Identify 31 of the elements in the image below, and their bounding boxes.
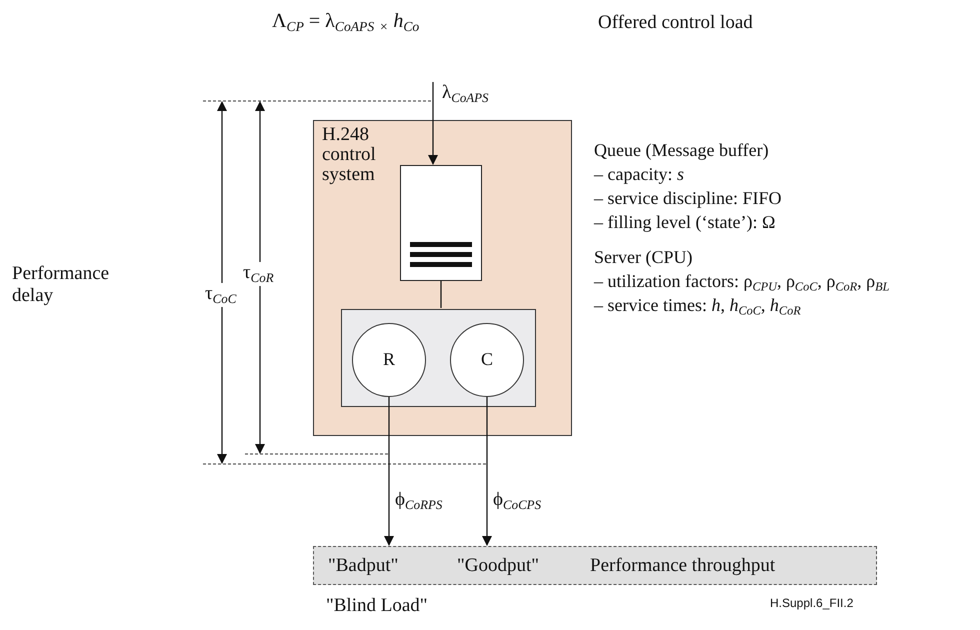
arrow bbox=[482, 397, 492, 546]
figure-id: H.Suppl.6_FII.2 bbox=[770, 597, 854, 611]
system-title: H.248 control system bbox=[322, 125, 377, 185]
server-box bbox=[341, 309, 536, 407]
band-caption: "Blind Load" bbox=[326, 595, 428, 617]
delay-caption: Performance delay bbox=[12, 263, 110, 307]
circle-label: C bbox=[480, 349, 494, 370]
circle-label: R bbox=[382, 349, 396, 370]
edge-label: ϕ$_{CoCPS}$ bbox=[493, 489, 542, 513]
connector-line bbox=[440, 281, 442, 308]
dimension-label: τ$_{CoR}$ bbox=[242, 262, 275, 286]
load-caption: Offered control load bbox=[598, 12, 753, 34]
band-text: "Badput" bbox=[328, 555, 398, 577]
server-property: – utilization factors: ρ$_{CPU}$, ρ$_{CoC}$, ρ$_{CoR}$, ρ$_{BL}$ bbox=[594, 271, 890, 294]
queue-property: – service discipline: FIFO bbox=[594, 188, 782, 209]
queue-buffer-box bbox=[400, 165, 482, 281]
queue-heading: Queue (Message buffer) bbox=[594, 140, 769, 161]
control-system-box bbox=[313, 120, 572, 436]
arrow bbox=[384, 397, 394, 546]
queue-property: – capacity: s bbox=[594, 164, 684, 185]
queue-property: – filling level (‘state’): Ω bbox=[594, 212, 776, 233]
server-heading: Server (CPU) bbox=[594, 247, 692, 268]
edge-label: ϕ$_{CoRPS}$ bbox=[395, 489, 442, 513]
band-text: "Goodput" bbox=[457, 555, 540, 577]
throughput-band bbox=[313, 546, 877, 585]
server-property: – service times: h, h$_{CoC}$, h$_{CoR}$ bbox=[594, 295, 801, 318]
arrow bbox=[428, 82, 438, 165]
dimension-label: τ$_{CoC}$ bbox=[204, 283, 238, 307]
edge-label: λ$_{CoAPS}$ bbox=[442, 82, 489, 106]
band-text: Performance throughput bbox=[590, 555, 776, 577]
formula: Λ$_{CP}$ = λ$_{CoAPS}$ $_{×}$ h$_{Co}$ bbox=[272, 10, 420, 35]
